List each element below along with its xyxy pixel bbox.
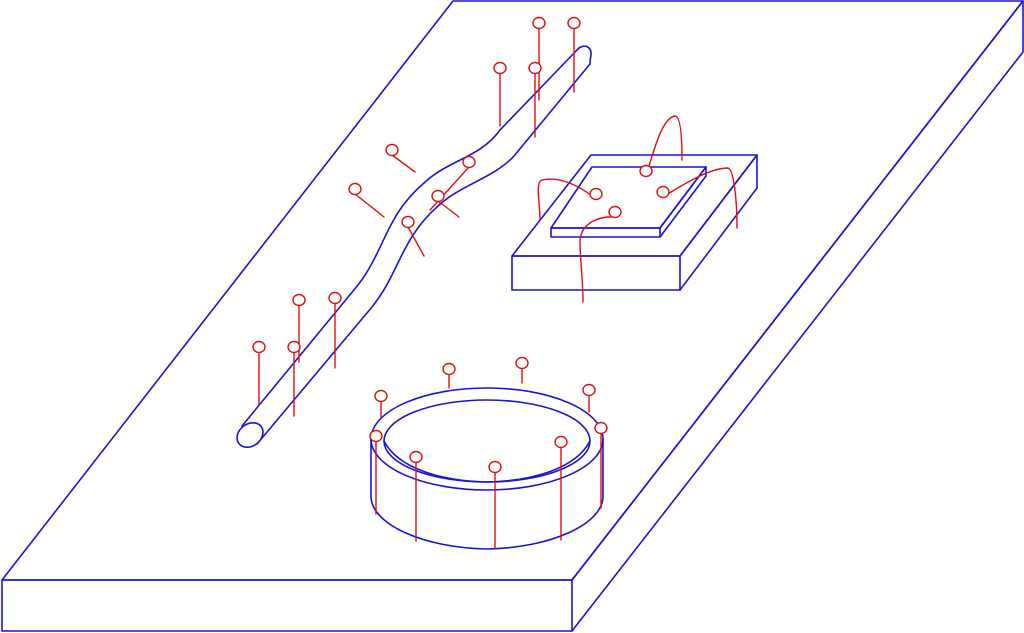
chip-pin-2: [537, 178, 603, 221]
pin-head: [385, 143, 399, 157]
tube-end-cap: [236, 421, 264, 449]
chip-block: [511, 154, 758, 291]
pin-head: [515, 356, 529, 370]
tube-pin-5: [385, 143, 416, 173]
pin-head: [369, 429, 383, 443]
tube-pin-6: [429, 155, 476, 211]
pin-head: [431, 189, 445, 203]
block-top-face: [511, 154, 758, 257]
ring-pin-1: [374, 389, 388, 419]
plate-side-face: [571, 0, 1024, 632]
tube-upper-edge: [241, 49, 578, 427]
pin-shaft: [579, 216, 616, 303]
ring-pin-6: [594, 421, 608, 509]
chip-pin-1: [639, 115, 683, 178]
block-front-face: [511, 255, 681, 291]
pin-head: [488, 460, 502, 474]
pin-shaft: [429, 166, 470, 211]
pin-head: [589, 187, 603, 201]
pin-head: [528, 61, 542, 75]
pin-shaft: [662, 167, 738, 229]
pin-head: [462, 155, 476, 169]
pin-shaft: [354, 193, 385, 218]
plate-front-face: [1, 579, 573, 632]
block-side-face: [679, 154, 758, 291]
pin-head: [532, 16, 546, 30]
tube-pin-13: [287, 340, 301, 417]
pin-head: [409, 450, 423, 464]
pin-head: [639, 164, 653, 178]
ring-pin-5: [369, 429, 383, 515]
tube-pin-7: [348, 182, 385, 218]
pin-head: [328, 291, 342, 305]
tube-pin-4: [528, 61, 542, 138]
pin-head: [374, 389, 388, 403]
pin-shaft: [391, 154, 416, 173]
ring-pin-4: [582, 383, 596, 413]
pin-head: [554, 435, 568, 449]
pin-head: [608, 205, 622, 219]
pin-shaft: [407, 226, 425, 257]
pin-head: [493, 61, 507, 75]
ring-pin-3: [515, 356, 529, 384]
ring-outer-wall: [370, 438, 604, 550]
chip-front: [550, 227, 661, 238]
pin-shaft: [437, 200, 460, 218]
pins: [252, 16, 738, 550]
tube-far-cap: [576, 45, 592, 65]
ring: [370, 387, 604, 550]
ring-outer-top: [370, 387, 604, 491]
tube-lower-edge: [256, 63, 591, 445]
pin-head: [594, 421, 608, 435]
chip-pin-4: [579, 205, 622, 303]
pin-head: [348, 182, 362, 196]
pin-head: [401, 215, 415, 229]
tube-pin-8: [431, 189, 460, 218]
pin-head: [287, 340, 301, 354]
chip-side: [659, 166, 707, 238]
pin-head: [582, 383, 596, 397]
pin-head: [656, 185, 670, 199]
pin-head: [442, 362, 456, 376]
chip-pin-3: [656, 167, 738, 229]
pin-head: [292, 293, 306, 307]
ring-pin-8: [488, 460, 502, 550]
pin-shaft: [537, 178, 597, 221]
pin-shaft: [645, 115, 683, 177]
tube-pin-11: [328, 291, 342, 369]
pin-head: [252, 340, 266, 354]
tube-pin-10: [292, 293, 306, 363]
pin-head: [567, 16, 581, 30]
tube-pin-9: [401, 215, 425, 257]
ring-inner-bottom: [383, 440, 591, 483]
tube-pin-12: [252, 340, 266, 406]
ring-pin-9: [554, 435, 568, 541]
curved-tube: [236, 45, 592, 449]
ring-pin-7: [409, 450, 423, 542]
tube-pin-2: [567, 16, 581, 93]
ring-pin-2: [442, 362, 456, 389]
tube-pin-3: [493, 61, 507, 127]
